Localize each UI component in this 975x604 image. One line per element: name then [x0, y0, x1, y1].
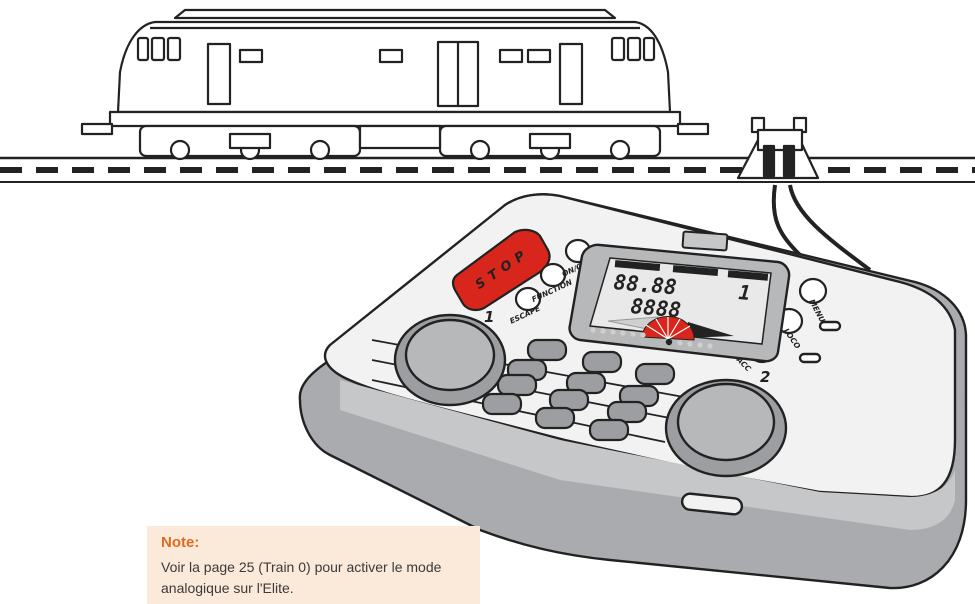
- note-title: Note:: [161, 534, 470, 551]
- keypad-key[interactable]: [583, 352, 621, 372]
- keypad-key[interactable]: [590, 420, 628, 440]
- knob-2-label: 2: [760, 368, 770, 386]
- throttle-knob-right[interactable]: [666, 380, 786, 476]
- keypad-key[interactable]: [636, 364, 674, 384]
- train-track: [0, 158, 975, 182]
- note-text: Voir la page 25 (Train 0) pour activer l…: [161, 557, 470, 599]
- keypad-key[interactable]: [528, 340, 566, 360]
- keypad-key[interactable]: [536, 408, 574, 428]
- keypad-key[interactable]: [483, 394, 521, 414]
- keypad-key[interactable]: [498, 375, 536, 395]
- locomotive: [82, 10, 708, 159]
- throttle-knob-left[interactable]: [395, 315, 505, 405]
- knob-1-label: 1: [484, 308, 494, 326]
- note-box: Note: Voir la page 25 (Train 0) pour act…: [147, 526, 480, 604]
- loco-number-readout: 1: [738, 280, 752, 305]
